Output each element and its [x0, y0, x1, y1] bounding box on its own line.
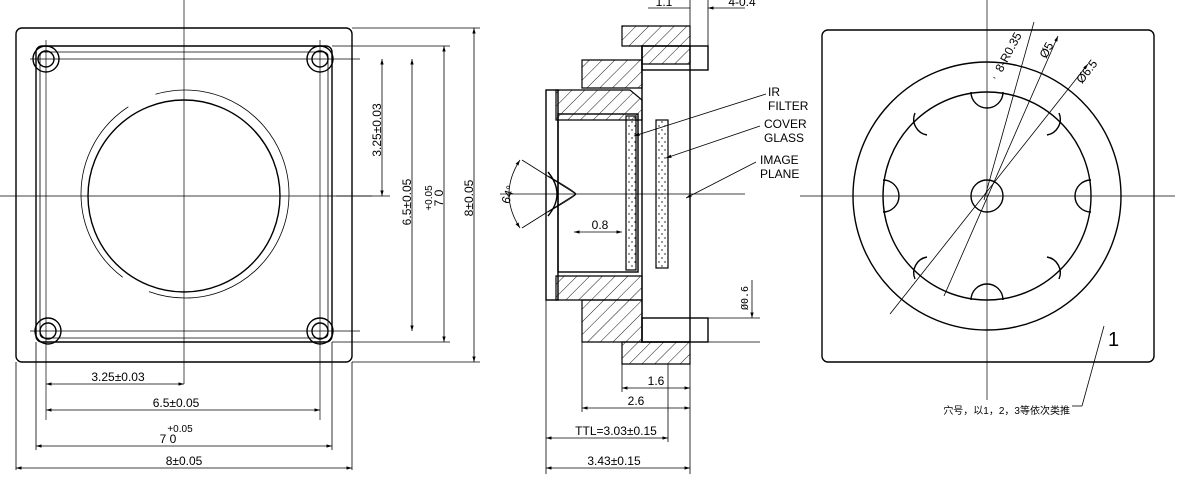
dim-width-total: 8±0.05 [166, 454, 203, 468]
lens-barrel [557, 113, 639, 273]
label-image-2: PLANE [760, 167, 799, 181]
mount-holes [32, 45, 334, 345]
label-image-1: IMAGE [760, 153, 799, 167]
dim-top-b: 4-0.4 [728, 0, 756, 9]
pin-bottom [641, 317, 709, 343]
dim-top-a: 1.1 [656, 0, 673, 9]
dim-width-hole-center: 3.25±0.03 [91, 370, 145, 384]
center-hole [970, 179, 1004, 213]
dim-height-total: 8±0.05 [462, 179, 476, 216]
callout-number: 1 [1108, 329, 1119, 351]
peripheral-holes [882, 75, 1092, 301]
dim-width-hole-spacing: 6.5±0.05 [153, 396, 200, 410]
dim-width-body: 7 0 [160, 432, 177, 446]
dim-d1: 1.6 [648, 374, 665, 388]
dim-total-height: 3.43±0.15 [587, 454, 641, 468]
dim-height-body-tol: +0.05 [424, 185, 435, 211]
label-ir-2: FILTER [768, 99, 809, 113]
holder-bottom [621, 341, 691, 365]
label-cover-2: GLASS [764, 131, 804, 145]
dim-gap: 0.8 [592, 218, 609, 232]
dim-height-body: 7 0 [432, 189, 446, 206]
dim-d2: 2.6 [628, 394, 645, 408]
front-view: 3.25±0.03 6.5±0.05 +0.05 7 0 8±0.05 3.25… [0, 0, 480, 470]
hole-numbering-note: 穴号，以1，2，3等依次类推 [943, 404, 1070, 417]
dim-width-body-tol: +0.05 [167, 424, 193, 435]
dim-small-hole: 8-R0.35 [992, 30, 1025, 75]
dim-outer-dia: Ø6.5 [1073, 57, 1100, 86]
dim-ttl: TTL=3.03±0.15 [575, 424, 657, 438]
dim-height-hole-center: 3.25±0.03 [370, 103, 384, 157]
holder-top [621, 25, 691, 65]
ir-filter [625, 115, 637, 271]
section-view: 64° 0.8 1.1 4-0.4 Ø0.6 IR FILTER COVER G… [499, 0, 809, 474]
dim-pcd: Ø5 [1037, 39, 1057, 60]
dim-height-hole-spacing: 6.5±0.05 [400, 178, 414, 225]
cover-glass [655, 119, 669, 269]
label-cover-1: COVER [764, 117, 807, 131]
dim-view-angle: 64° [499, 184, 518, 206]
dim-hole-dia: Ø0.6 [739, 286, 751, 310]
back-view: 8-R0.35 Ø5 Ø6.5 1 穴号，以1，2，3等依次类推 [800, 0, 1175, 417]
label-ir-1: IR [768, 85, 780, 99]
pin-top [641, 45, 709, 71]
